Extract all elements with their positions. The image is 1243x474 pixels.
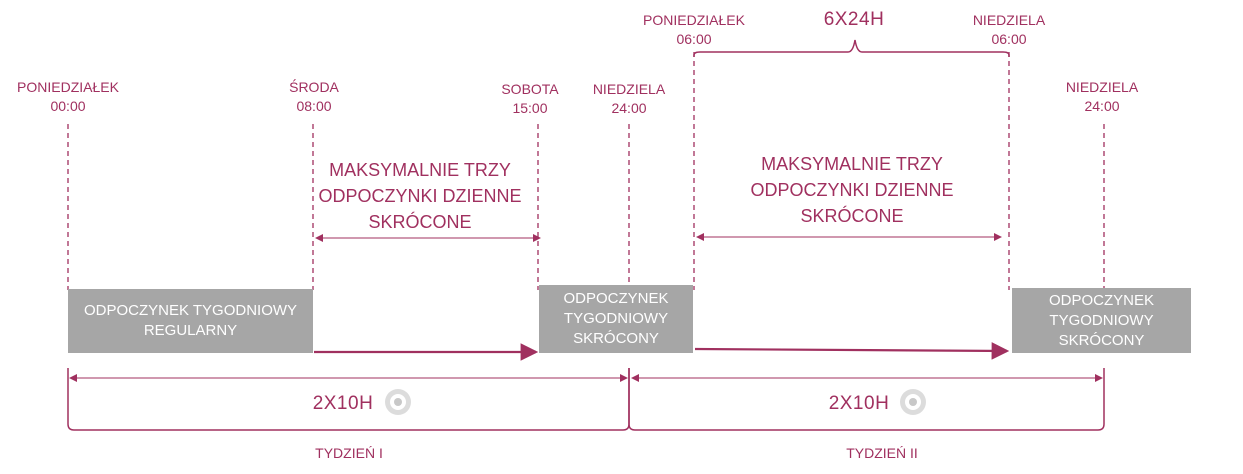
marker-label-mon-start: PONIEDZIAŁEK 00:00 — [17, 78, 119, 116]
marker-day: NIEDZIELA — [972, 12, 1046, 28]
marker-time: 06:00 — [676, 31, 712, 47]
marker-time: 15:00 — [512, 100, 548, 116]
rest-note-line: SKRÓCONE — [800, 206, 904, 226]
marker-label-sat: SOBOTA 15:00 — [501, 80, 558, 118]
marker-time: 08:00 — [296, 98, 332, 114]
marker-label-sun-w1: NIEDZIELA 24:00 — [593, 80, 665, 118]
span-label-week-2: 2X10H — [828, 393, 890, 414]
period-label: 6X24H — [823, 9, 885, 30]
target-icon — [900, 389, 926, 415]
rest-note-line: SKRÓCONE — [368, 212, 472, 232]
marker-time: 00:00 — [50, 98, 86, 114]
week-bracket-2 — [628, 368, 1105, 431]
box-line: TYGODNIOWY — [563, 310, 669, 327]
reduced-weekly-rest-box-2: ODPOCZYNEK TYGODNIOWY SKRÓCONY — [1012, 288, 1191, 353]
rest-note-line: ODPOCZYNKI DZIENNE — [318, 186, 522, 206]
box-line: ODPOCZYNEK TYGODNIOWY — [83, 302, 298, 319]
marker-day: PONIEDZIAŁEK — [17, 79, 119, 95]
box-line: SKRÓCONY — [1058, 331, 1145, 349]
marker-time: 06:00 — [991, 31, 1027, 47]
rest-note-line: MAKSYMALNIE TRZY — [761, 154, 943, 174]
marker-time: 24:00 — [1084, 98, 1120, 114]
bracket-6x24h — [693, 39, 1010, 57]
marker-label-mon-w2: PONIEDZIAŁEK 06:00 — [643, 11, 745, 49]
box-line: SKRÓCONY — [573, 330, 659, 347]
box-line: ODPOCZYNEK — [1048, 291, 1154, 309]
rest-note-line: MAKSYMALNIE TRZY — [329, 160, 511, 180]
marker-time: 24:00 — [611, 100, 647, 116]
box-line: ODPOCZYNEK — [563, 290, 669, 307]
rest-note-week-2: MAKSYMALNIE TRZY ODPOCZYNKI DZIENNE SKRÓ… — [750, 151, 953, 229]
marker-day: NIEDZIELA — [1065, 79, 1139, 95]
marker-day: ŚRODA — [289, 79, 339, 95]
regular-weekly-rest-box: ODPOCZYNEK TYGODNIOWY REGULARNY — [68, 289, 313, 353]
marker-label-sun-end-w2: NIEDZIELA 24:00 — [1066, 78, 1138, 116]
week-label-2: TYDZIEŃ II — [846, 445, 918, 461]
target-icon — [385, 389, 411, 415]
rest-note-week-1: MAKSYMALNIE TRZY ODPOCZYNKI DZIENNE SKRÓ… — [318, 157, 521, 235]
marker-day: SOBOTA — [501, 81, 559, 97]
marker-day: NIEDZIELA — [592, 81, 666, 97]
box-line: REGULARNY — [143, 322, 238, 339]
marker-day: PONIEDZIAŁEK — [643, 12, 745, 28]
work-arrow-2 — [694, 342, 1010, 360]
marker-label-wed: ŚRODA 08:00 — [289, 78, 339, 116]
span-label-week-1: 2X10H — [312, 393, 374, 414]
box-line: TYGODNIOWY — [1049, 311, 1154, 329]
marker-label-sun-w2: NIEDZIELA 06:00 — [973, 11, 1045, 49]
week-label-1: TYDZIEŃ I — [315, 445, 383, 461]
reduced-weekly-rest-box-1: ODPOCZYNEK TYGODNIOWY SKRÓCONY — [539, 285, 693, 353]
rest-note-line: ODPOCZYNKI DZIENNE — [750, 180, 954, 200]
